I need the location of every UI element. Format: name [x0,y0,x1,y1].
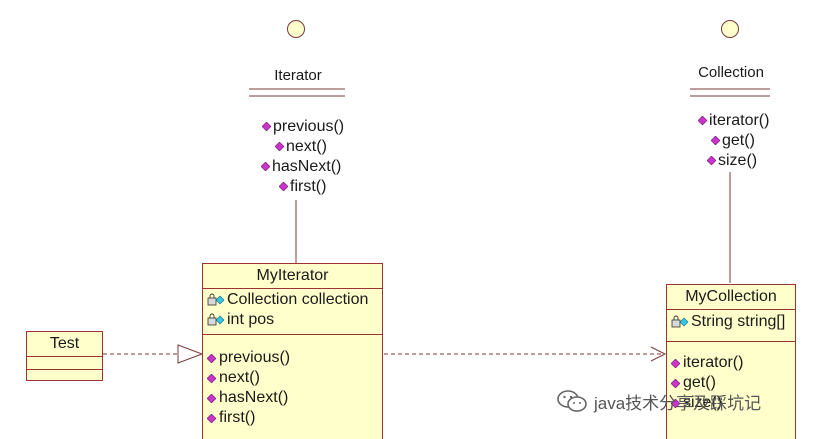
myiterator-attributes-compartment: Collection collection int pos [203,288,382,334]
operation-diamond-icon [207,354,216,363]
iterator-op-next: next() [275,138,327,156]
collection-op-size: size() [707,152,757,170]
operation-diamond-icon [671,379,680,388]
watermark-text: java技术分享及踩坑记 [594,393,762,413]
operation-diamond-icon [207,394,216,403]
private-attribute-lock-icon [207,293,225,306]
operation-diamond-icon [698,116,707,126]
operation-diamond-icon [261,162,270,172]
operation-diamond-icon [279,182,288,192]
mycollection-class-box[interactable]: MyCollection String string[] iterator() … [666,284,796,439]
collection-op-iterator: iterator() [698,112,769,130]
test-attributes-compartment [27,356,102,369]
iterator-interface-name: Iterator [274,67,322,84]
operation-diamond-icon [207,414,216,423]
collection-interface-name: Collection [698,64,764,81]
mycollection-op-size: size() [667,393,795,413]
operation-diamond-icon [707,156,716,166]
mycollection-class-name: MyCollection [685,288,777,305]
iterator-op-previous: previous() [262,118,344,136]
mycollection-operations-compartment: iterator() get() size() [667,341,795,413]
mycollection-op-iterator: iterator() [667,353,795,373]
iterator-interface-circle [287,20,305,38]
private-attribute-lock-icon [671,315,689,328]
collection-op-get: get() [711,132,755,150]
test-class-box[interactable]: Test [26,331,103,381]
wechat-logo-icon [557,390,587,412]
iterator-op-hasnext: hasNext() [261,158,341,176]
myiterator-class-box[interactable]: MyIterator Collection collection int pos [202,263,383,439]
wechat-watermark: java技术分享及踩坑记 [556,388,761,414]
myiterator-class-name: MyIterator [256,267,329,284]
mycollection-op-get: get() [667,373,795,393]
test-operations-compartment [27,369,102,370]
collection-interface-circle [721,20,739,38]
operation-diamond-icon [711,136,720,146]
operation-diamond-icon [671,399,680,408]
operation-diamond-icon [671,359,680,368]
test-to-myiterator-arrowhead [177,344,204,364]
test-class-name: Test [49,335,80,352]
myiterator-operations-compartment: previous() next() hasNext() first() [203,334,382,428]
operation-diamond-icon [262,122,271,132]
myiterator-attr-pos: int pos [203,310,382,330]
myiterator-op-first: first() [203,408,382,428]
operation-diamond-icon [207,374,216,383]
private-attribute-lock-icon [207,313,225,326]
myiterator-op-hasnext: hasNext() [203,388,382,408]
myiterator-to-mycollection-arrowhead [650,346,667,362]
myiterator-op-next: next() [203,368,382,388]
operation-diamond-icon [275,142,284,152]
iterator-op-first: first() [279,178,326,196]
mycollection-attributes-compartment: String string[] [667,309,795,341]
mycollection-attr-string: String string[] [667,312,795,332]
myiterator-attr-collection: Collection collection [203,290,382,310]
myiterator-op-previous: previous() [203,348,382,368]
